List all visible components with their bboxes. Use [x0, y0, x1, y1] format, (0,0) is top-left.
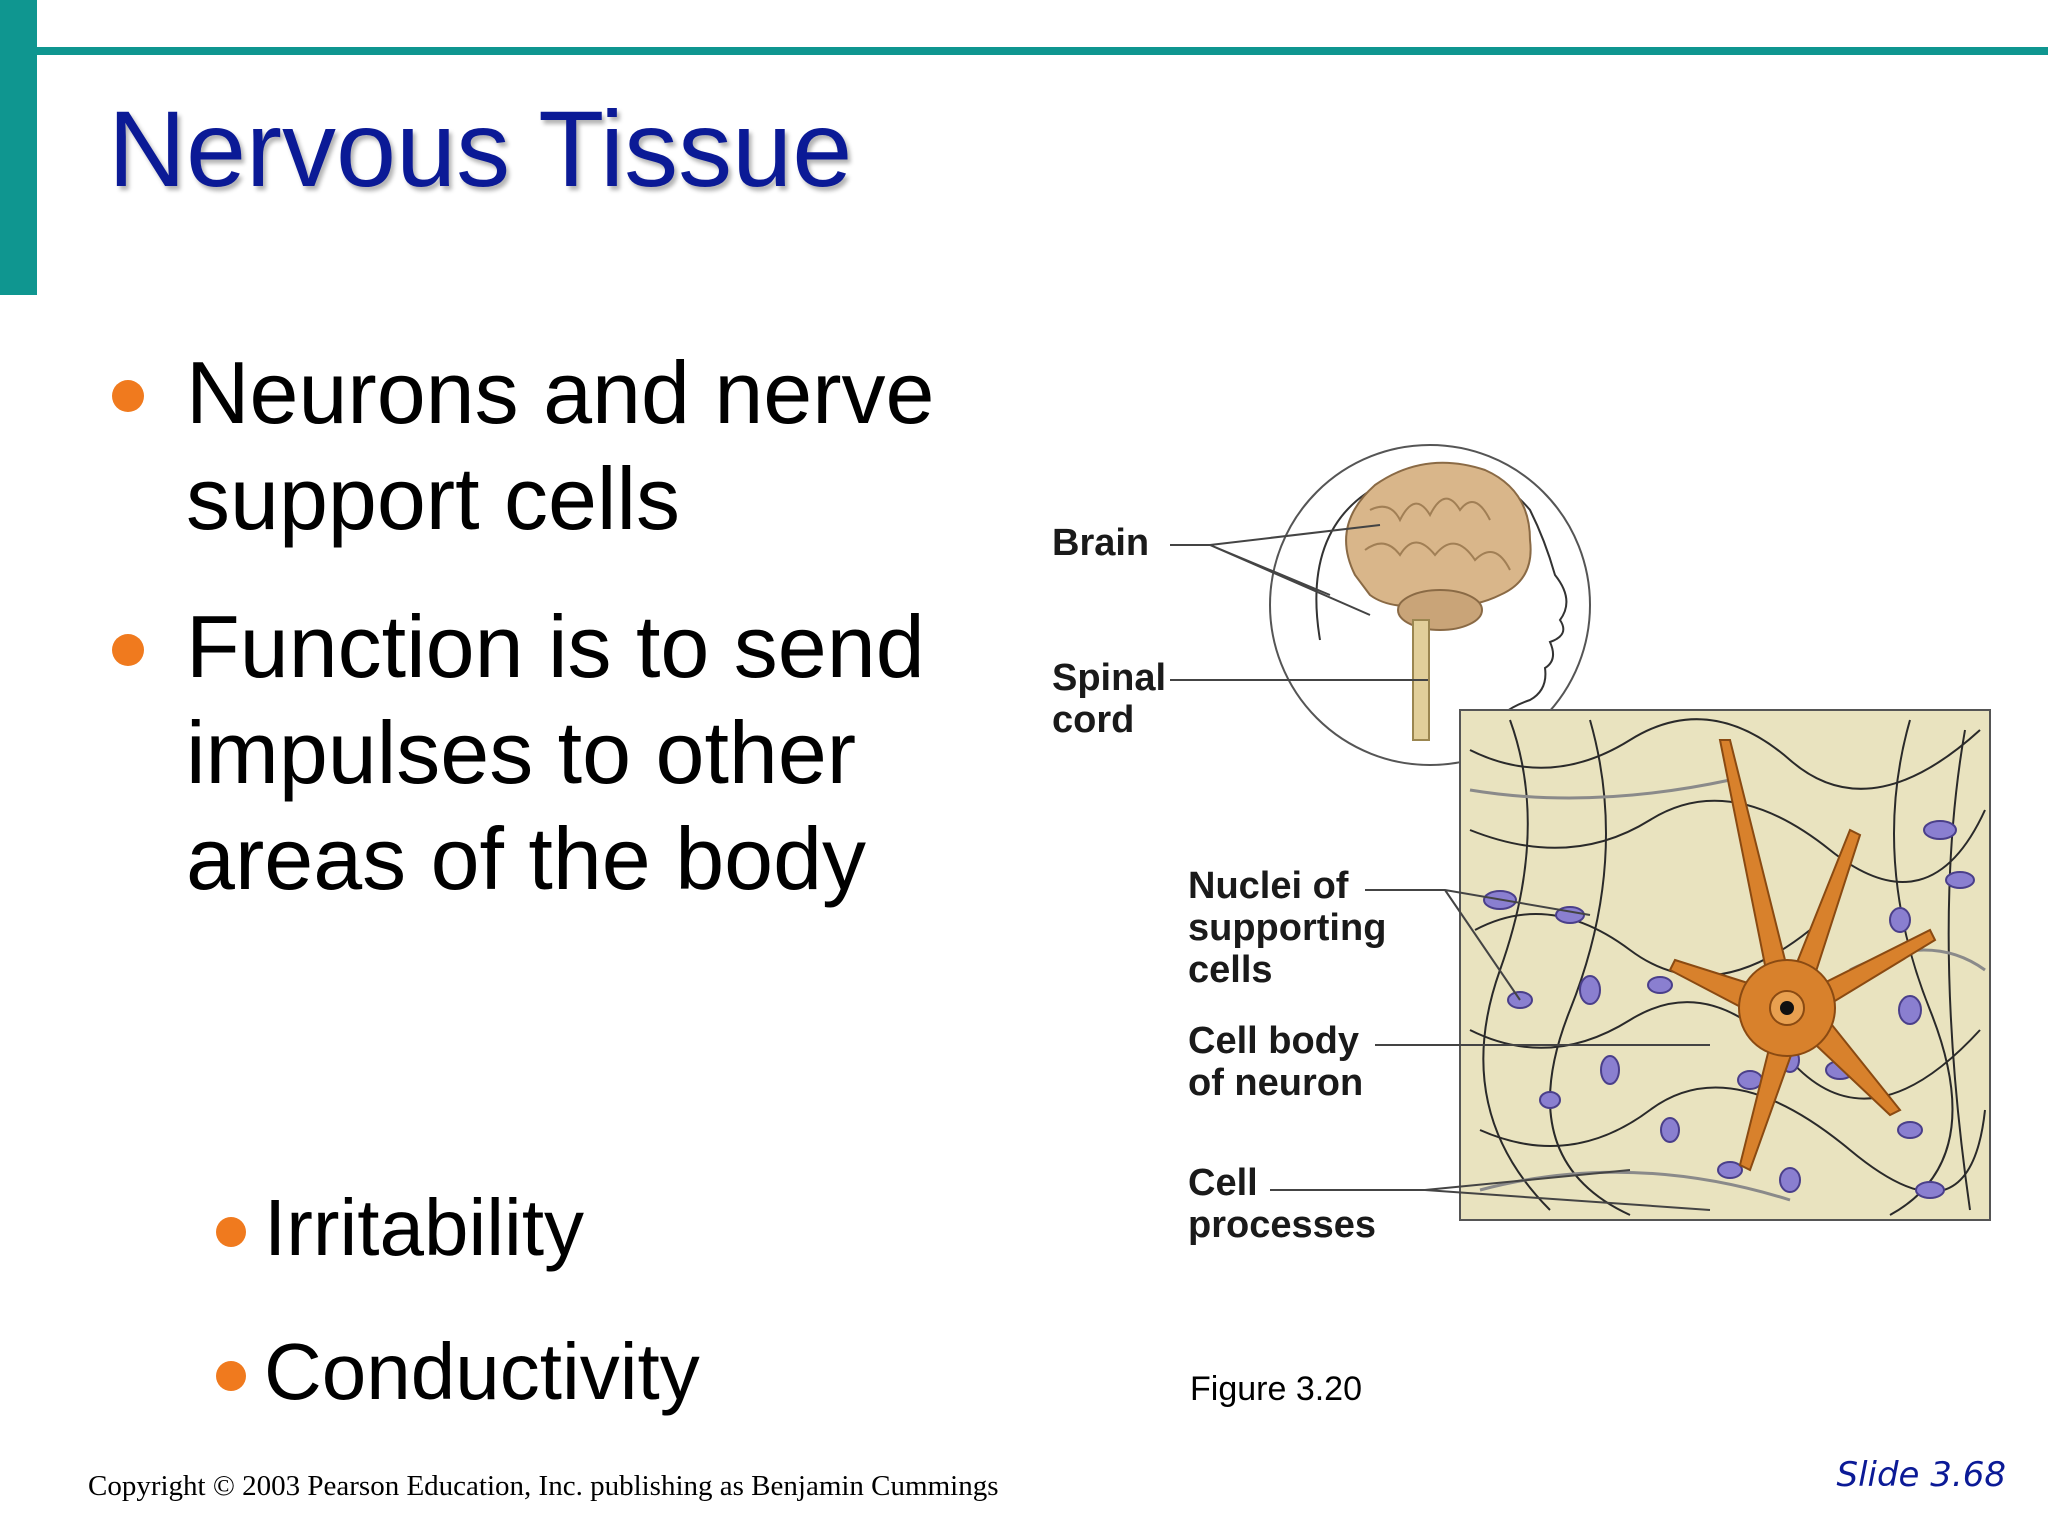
copyright-footer: Copyright © 2003 Pearson Education, Inc.…	[88, 1470, 999, 1502]
leader-lines	[1170, 524, 1711, 1211]
neuron-nucleolus	[1780, 1001, 1794, 1015]
figure-caption: Figure 3.20	[1190, 1370, 1362, 1408]
label-cell-processes: Cell processes	[1188, 1162, 1377, 1246]
tissue-panel	[1459, 709, 1991, 1221]
label-cell-body: Cell body of neuron	[1188, 1020, 1364, 1104]
label-brain: Brain	[1052, 522, 1150, 564]
accent-side-bar	[0, 0, 37, 295]
figure-illustration	[1170, 444, 1991, 1221]
accent-top-rule	[37, 47, 2048, 55]
sub-bullet-text: Irritability	[264, 1183, 585, 1272]
bullet-dot-icon	[216, 1217, 246, 1247]
sub-bullet-list: Irritability Conductivity	[108, 1180, 968, 1468]
label-nuclei: Nuclei of supporting cells	[1188, 865, 1387, 991]
bullet-dot-icon	[112, 380, 144, 412]
nervous-tissue-figure: Brain Spinal cord Nuclei of supporting c…	[1030, 410, 2030, 1260]
slide-title: Nervous Tissue	[108, 88, 853, 209]
slide-number: Slide 3.68	[1836, 1455, 2007, 1495]
bullet-item: Neurons and nerve support cells	[108, 340, 968, 552]
bullet-list: Neurons and nerve support cells Function…	[108, 340, 968, 954]
sub-bullet-item: Irritability	[108, 1180, 968, 1276]
bullet-dot-icon	[112, 634, 144, 666]
bullet-text: Function is to send impulses to other ar…	[186, 597, 925, 908]
label-spinal-cord: Spinal cord	[1052, 657, 1167, 741]
bullet-text: Neurons and nerve support cells	[186, 343, 935, 548]
sub-bullet-text: Conductivity	[264, 1327, 700, 1416]
sub-bullet-item: Conductivity	[108, 1324, 968, 1420]
bullet-dot-icon	[216, 1361, 246, 1391]
bullet-item: Function is to send impulses to other ar…	[108, 594, 968, 912]
